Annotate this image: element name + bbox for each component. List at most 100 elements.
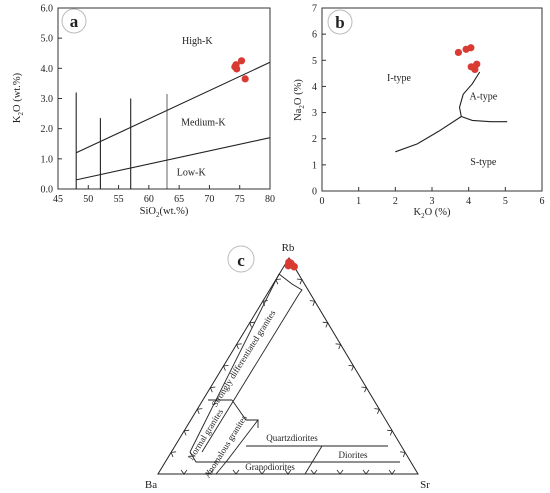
- ternary-edge-tick: [348, 365, 355, 371]
- panel-a-data-point: [237, 57, 246, 65]
- ternary-edge-tick: [236, 343, 242, 350]
- ternary-edge-tick: [258, 469, 266, 475]
- panel-a-y-tick-label: 3.0: [41, 94, 54, 105]
- ternary-edge-tick: [335, 343, 342, 350]
- ternary-tick-marks: [170, 278, 406, 475]
- panel-a-y-tick-label: 6.0: [41, 4, 54, 15]
- panel-a-x-tick-label: 50: [83, 194, 93, 205]
- ternary-edge-tick: [196, 408, 203, 414]
- panel-a-letter-circle: [61, 8, 87, 34]
- panel-b-letter: b: [335, 13, 344, 32]
- panel-b-ylabel-sub: 2: [298, 105, 306, 109]
- panel-b-x-tick-label: 1: [356, 196, 361, 207]
- panel-b-y-tick-label: 0: [312, 187, 317, 198]
- panel-a-ylabel-rest: O (wt.%): [12, 72, 23, 112]
- panel-b-x-tick-label: 3: [430, 196, 435, 207]
- panel-b-frame: [321, 7, 543, 192]
- panel-b-x-tick-label: 2: [393, 196, 398, 207]
- panel-b-x-tick-label: 4: [466, 196, 471, 207]
- panel-b-region-label: I-type: [387, 73, 411, 84]
- panel-b-data-point: [473, 60, 481, 68]
- ternary-field-label: Strongly differentiated granites: [209, 308, 277, 409]
- vertex-label-ba: Ba: [145, 479, 157, 491]
- field-boundary-normal-base: [189, 451, 208, 463]
- ternary-edge-tick: [222, 365, 229, 371]
- ternary-field-label: Diorites: [339, 450, 368, 460]
- panel-a-ylabel-sub: 2: [17, 111, 25, 115]
- ternary-edge-tick: [388, 469, 396, 475]
- panel-b-xlabel-main: K: [413, 207, 421, 218]
- ternary-edge-tick: [209, 386, 216, 393]
- panel-a-x-tick-label: 80: [265, 194, 275, 205]
- panel-a-frame: [57, 7, 271, 190]
- ternary-edge-tick: [284, 469, 292, 475]
- ternary-edge-tick: [249, 321, 255, 328]
- panel-c-letter-circle: [227, 245, 255, 273]
- panel-a-y-tick-label: 2.0: [41, 124, 54, 135]
- panel-a-boundary-line: [75, 61, 271, 154]
- panel-a-x-tick-label: 55: [114, 194, 124, 205]
- panel-a-y-tick-label: 1.0: [41, 154, 54, 165]
- panel-a-ylabel: K2O (wt.%): [12, 72, 25, 123]
- ternary-edge-tick: [309, 300, 316, 306]
- panel-b-data-point: [467, 44, 475, 52]
- ternary-field-boundaries: [189, 273, 400, 475]
- ternary-data-point: [290, 262, 298, 271]
- ternary-edge-tick: [400, 451, 406, 458]
- ternary-edge-tick: [374, 408, 380, 414]
- ternary-field-label: Quartzdiorites: [266, 433, 318, 443]
- ternary-edge-tick: [183, 429, 190, 436]
- field-boundary-gd-left: [215, 461, 227, 475]
- panel-a-xlabel-sub: 2: [156, 211, 160, 219]
- panel-b-x-tick-label: 0: [320, 196, 325, 207]
- ternary-edge-tick: [206, 469, 214, 475]
- ternary-edge-tick: [232, 469, 240, 475]
- panel-b-y-tick-label: 2: [312, 134, 317, 145]
- panel-a-xlabel: SiO2(wt.%): [140, 206, 189, 219]
- panel-a-x-tick-label: 45: [53, 194, 63, 205]
- panel-b-letter-circle: [327, 9, 353, 35]
- ternary-edge-tick: [362, 469, 370, 475]
- ternary-data-point: [284, 261, 293, 270]
- panel-b-ylabel: Na2O (%): [293, 79, 306, 121]
- panel-b-xlabel-rest: O (%): [425, 207, 451, 218]
- ternary-edge-tick: [361, 386, 367, 393]
- panel-b-ylabel-rest: O (%): [293, 79, 304, 105]
- ternary-edge-tick: [336, 469, 344, 475]
- panel-a-data-point: [233, 65, 241, 73]
- panel-a-region-label: High-K: [182, 36, 213, 47]
- panel-c: c Strongly differentiated granitesNormal…: [145, 242, 430, 491]
- panel-a-region-label: Low-K: [177, 167, 207, 178]
- ternary-edge-tick: [310, 469, 318, 475]
- panel-a-data-point: [241, 75, 249, 83]
- panel-a-xlabel-main: SiO: [140, 206, 157, 217]
- panel-b-y-tick-label: 7: [312, 4, 317, 15]
- panel-a-boundary-line: [76, 137, 271, 181]
- panel-a-y-tick-label: 5.0: [41, 34, 54, 45]
- panel-b-ylabel-main: Na: [293, 108, 304, 121]
- ternary-edge-tick: [170, 451, 177, 458]
- panel-a-x-tick-label: 75: [235, 194, 245, 205]
- ternary-edge-tick: [180, 469, 188, 475]
- ternary-field-label: Granodiorites: [245, 462, 295, 472]
- panel-a-x-tick-label: 70: [204, 194, 214, 205]
- field-boundary-top: [278, 273, 303, 295]
- panel-b-xlabel-sub: 2: [421, 212, 425, 220]
- panel-a-letter: a: [70, 12, 79, 31]
- panel-b-y-tick-label: 3: [312, 108, 317, 119]
- panel-a-ylabel-main: K: [12, 115, 23, 123]
- vertex-label-sr: Sr: [420, 479, 430, 491]
- panel-b-y-tick-label: 4: [312, 82, 317, 93]
- panel-b-y-tick-label: 1: [312, 160, 317, 171]
- panel-b-y-tick-label: 6: [312, 30, 317, 41]
- panel-b-region-label: S-type: [470, 157, 497, 168]
- panel-b-x-tick-label: 5: [503, 196, 508, 207]
- ternary-edge-tick: [387, 429, 393, 436]
- panel-a-y-tick-label: 0.0: [41, 185, 54, 196]
- panel-a-xlabel-rest: (wt.%): [159, 206, 188, 217]
- vertex-label-rb: Rb: [282, 242, 295, 254]
- panel-b-data-point: [454, 48, 462, 57]
- panel-c-letter: c: [237, 251, 245, 270]
